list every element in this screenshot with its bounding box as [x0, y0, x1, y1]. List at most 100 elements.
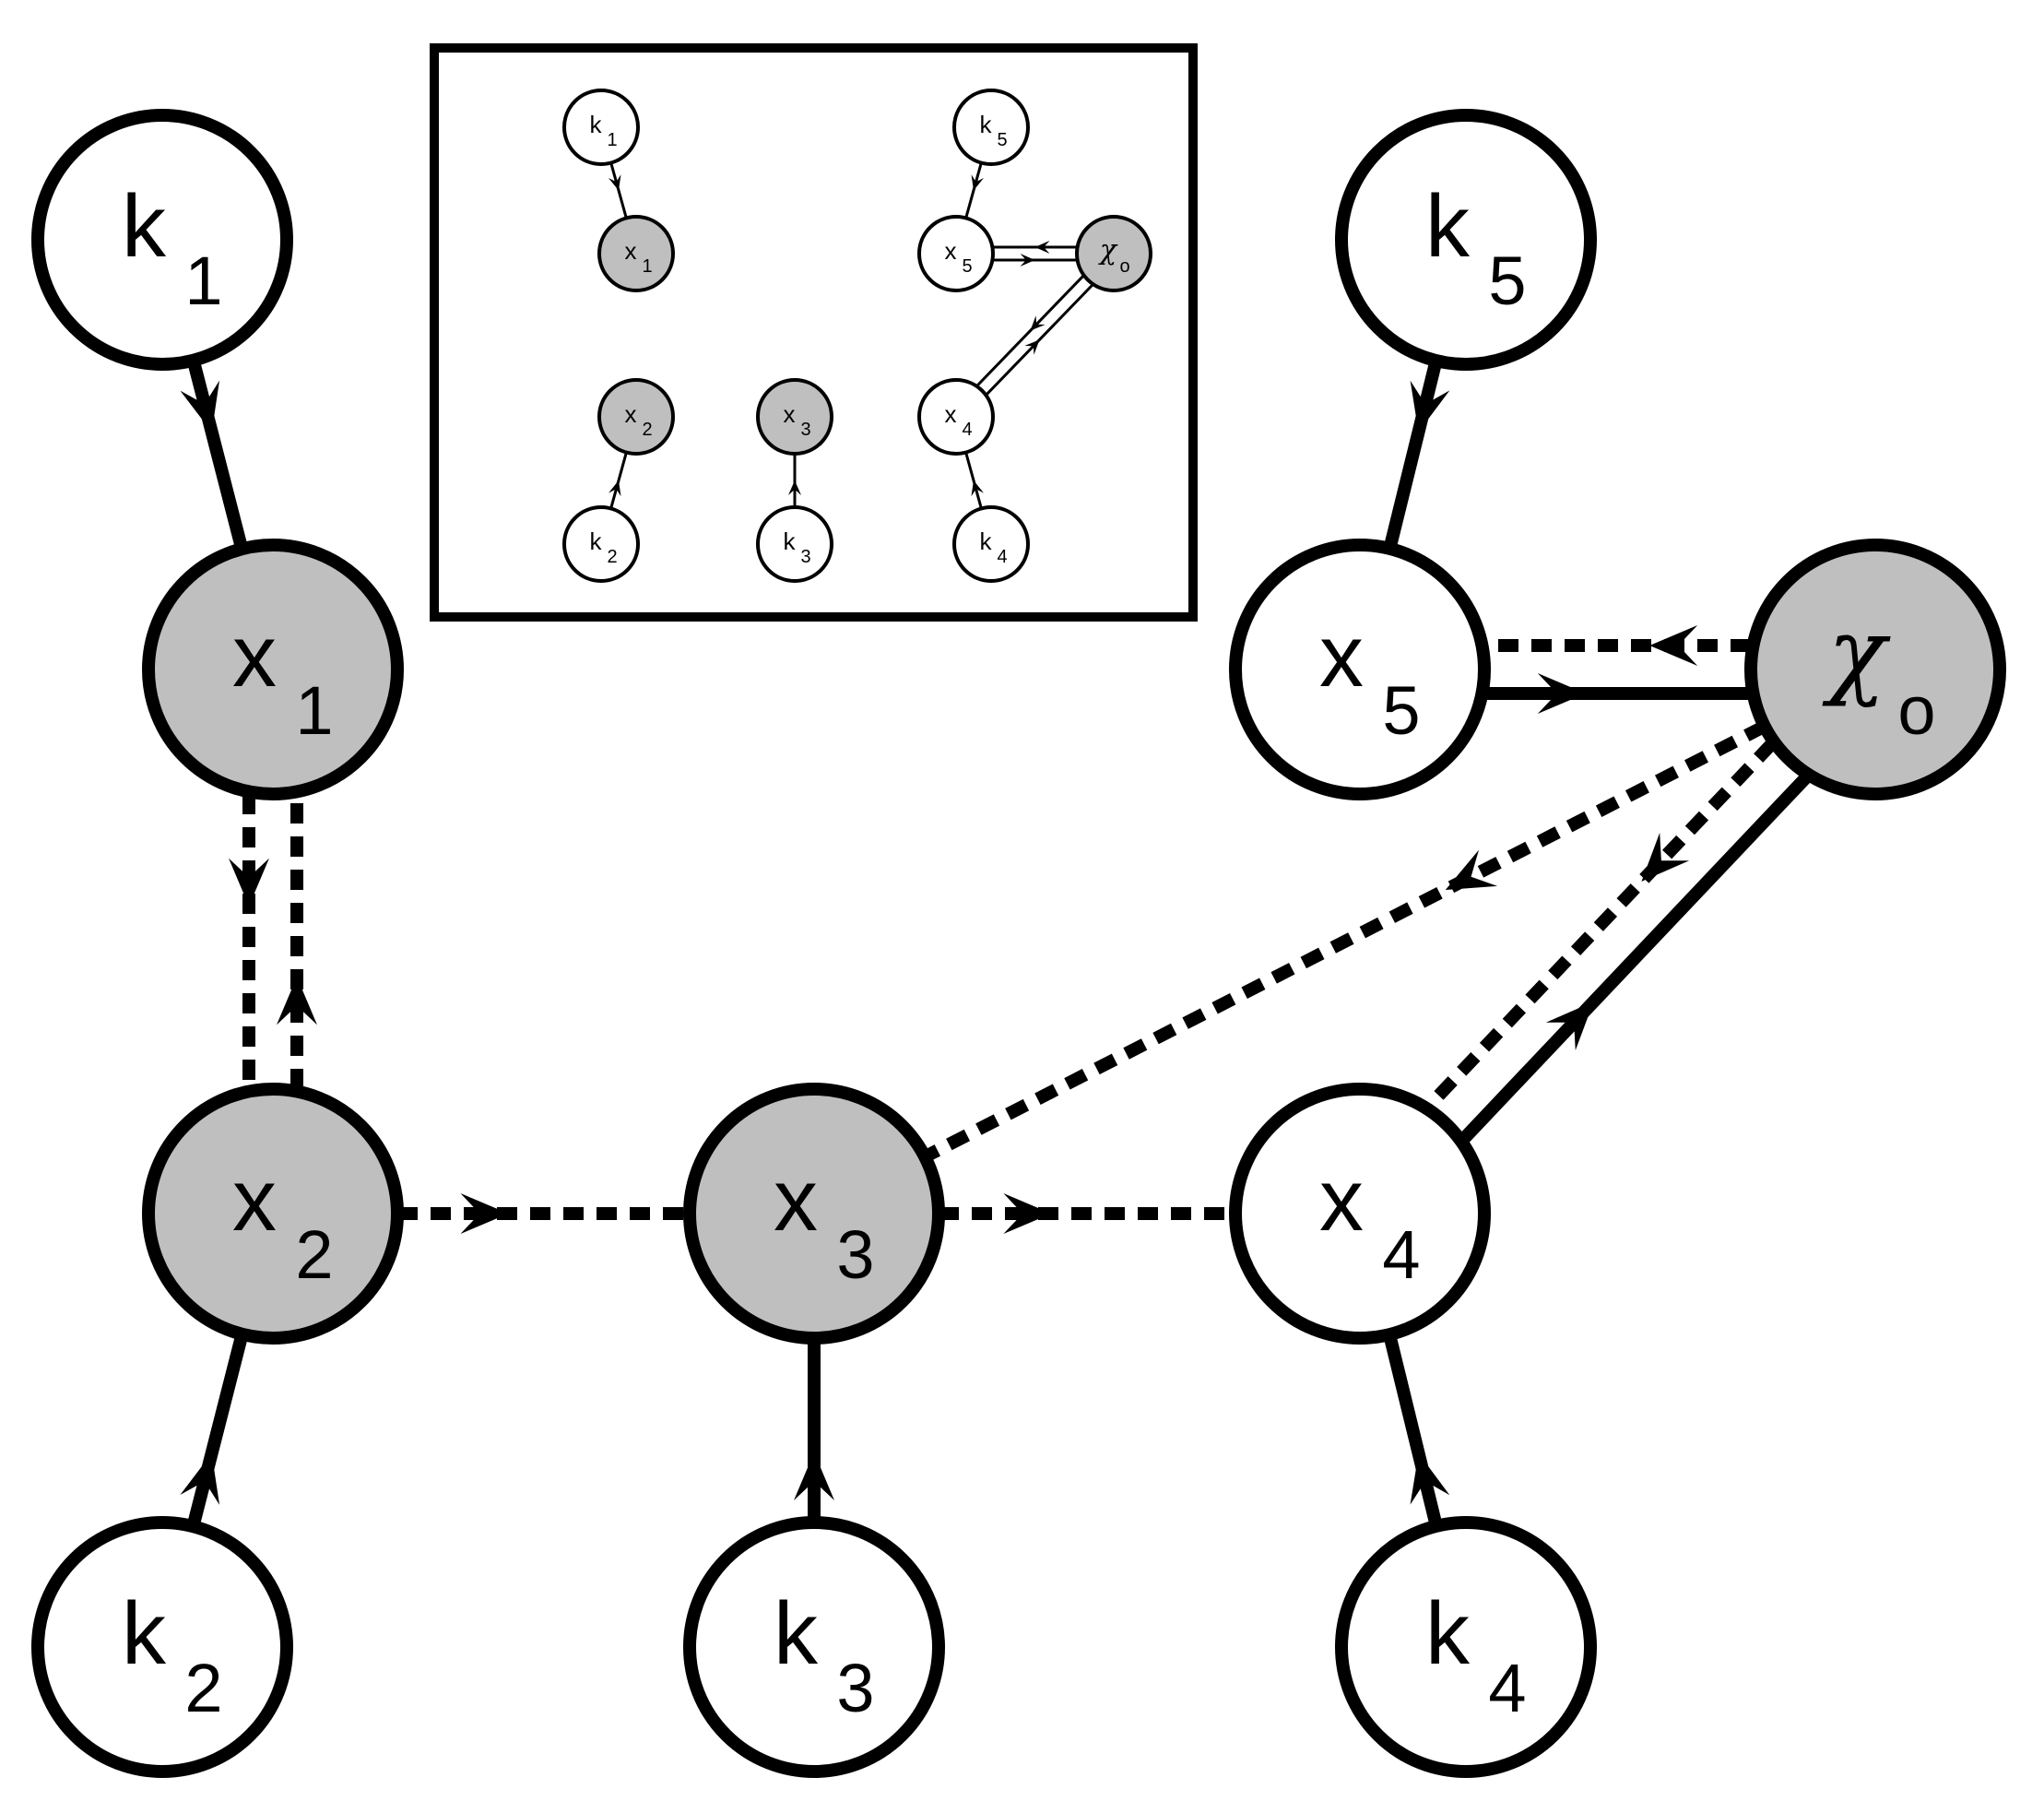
inset-node-k2: k2 — [562, 505, 640, 583]
inset-label-sub-x4: 4 — [962, 420, 972, 440]
inset-node-circle-x2 — [597, 378, 675, 456]
node-x5: x5 — [1229, 539, 1491, 800]
inset-label-base-x2: x — [625, 400, 637, 428]
arrow-k1-to-x1 — [608, 174, 621, 191]
inset-edges — [608, 162, 1094, 509]
inset-label-base-x4: x — [945, 400, 957, 428]
node-circle-k5 — [1335, 109, 1597, 371]
inset-label-base-k4: k — [980, 527, 993, 555]
inset-label-base-x1: x — [625, 237, 637, 265]
edge-chi-to-x3-dotted — [921, 720, 1768, 1163]
node-x4: x4 — [1229, 1083, 1491, 1345]
inset-label-sub-k2: 2 — [607, 547, 617, 567]
arrow-k2-to-x2 — [180, 1453, 220, 1505]
inset-label-sub-x1: 1 — [642, 256, 652, 277]
node-k5: k5 — [1335, 109, 1597, 371]
inset-node-x3: x3 — [756, 378, 833, 456]
label-base-x4: x — [1319, 1151, 1364, 1250]
inset-label-sub-x5: 5 — [962, 256, 972, 277]
node-k3: k3 — [683, 1516, 945, 1778]
node-chi: χo — [1744, 539, 2006, 800]
arrow-k3-to-x3 — [788, 480, 801, 495]
label-sub-k2: 2 — [184, 1650, 222, 1726]
edge-k1-to-x1-solid — [186, 358, 249, 551]
inset-label-sub-chi: o — [1119, 256, 1129, 277]
inset-node-x5: x5 — [917, 215, 995, 292]
label-base-x1: x — [232, 607, 277, 705]
inset-node-circle-x4 — [917, 378, 995, 456]
arrow-k5-to-x5 — [971, 174, 985, 191]
arrow-k4-to-x4 — [1410, 1452, 1450, 1505]
label-sub-k3: 3 — [836, 1650, 874, 1726]
arrow-chi-to-x5 — [1034, 241, 1050, 254]
inset-node-circle-k4 — [952, 505, 1030, 583]
inset-label-base-chi: χ — [1098, 234, 1118, 267]
label-base-k2: k — [122, 1584, 167, 1683]
node-circle-k4 — [1335, 1516, 1597, 1778]
inset-label-sub-k4: 4 — [997, 547, 1007, 567]
edge-x4-to-chi-solid — [1458, 772, 1813, 1144]
arrow-x3-to-x4 — [1003, 1193, 1052, 1234]
arrow-x2-to-x3 — [460, 1193, 509, 1234]
arrow-x4-to-chi — [1545, 1001, 1594, 1051]
inset-frame — [430, 43, 1198, 622]
inset-node-circle-x1 — [597, 215, 675, 292]
edge-k5-to-x5-solid — [1383, 359, 1443, 551]
node-circle-x1 — [142, 539, 404, 800]
label-sub-x4: 4 — [1382, 1216, 1420, 1293]
edge-chi-to-x4-dotted — [1423, 739, 1778, 1111]
inset-label-sub-k5: 5 — [997, 130, 1007, 150]
arrow-x5-to-chi — [1020, 254, 1035, 267]
arrow-chi-to-x4 — [1641, 832, 1690, 882]
arrow-x5-to-chi — [1537, 673, 1586, 714]
node-circle-x3 — [683, 1083, 945, 1345]
inset-node-circle-k3 — [756, 505, 833, 583]
edge-x4-to-chi-solid — [985, 283, 1094, 397]
arrow-chi-to-x3 — [1445, 849, 1498, 890]
node-k1: k1 — [31, 109, 293, 371]
node-circle-k2 — [31, 1516, 293, 1778]
inset-label-sub-x2: 2 — [642, 420, 652, 440]
inset-label-base-k3: k — [784, 527, 797, 555]
inset-label-base-x5: x — [945, 237, 957, 265]
label-sub-k1: 1 — [184, 243, 222, 319]
arrow-k4-to-x4 — [971, 480, 984, 497]
inset-node-circle-k2 — [562, 505, 640, 583]
node-k2: k2 — [31, 1516, 293, 1778]
node-x1: x1 — [142, 539, 404, 800]
label-sub-x3: 3 — [836, 1216, 874, 1293]
node-circle-x4 — [1229, 1083, 1491, 1345]
inset-node-x1: x1 — [597, 215, 675, 292]
node-circle-x2 — [142, 1083, 404, 1345]
node-x3: x3 — [683, 1083, 945, 1345]
node-circle-chi — [1744, 539, 2006, 800]
label-base-k1: k — [122, 177, 167, 276]
edge-k4-to-x4-solid — [1383, 1333, 1443, 1528]
inset-node-circle-chi — [1075, 215, 1152, 292]
label-base-k5: k — [1425, 177, 1471, 276]
arrow-chi-to-x4 — [1030, 315, 1046, 331]
inset-node-k4: k4 — [952, 505, 1030, 583]
inset-label-base-k2: k — [590, 527, 603, 555]
label-sub-k5: 5 — [1488, 243, 1526, 319]
edge-chi-to-x4-solid — [975, 274, 1085, 387]
label-base-k3: k — [774, 1584, 819, 1683]
arrow-x4-to-chi — [1024, 339, 1040, 355]
inset-label-base-k5: k — [980, 111, 993, 138]
arrow-k1-to-x1 — [180, 380, 220, 433]
edge-k2-to-x2-solid — [186, 1333, 249, 1528]
inset-node-x4: x4 — [917, 378, 995, 456]
label-sub-x5: 5 — [1382, 672, 1420, 749]
inset-label-base-k1: k — [590, 111, 603, 138]
inset-label-sub-x3: 3 — [800, 420, 810, 440]
inset-node-circle-x5 — [917, 215, 995, 292]
label-sub-k4: 4 — [1488, 1650, 1526, 1726]
arrow-chi-to-x5 — [1649, 625, 1698, 666]
label-base-x3: x — [774, 1151, 818, 1250]
arrow-k5-to-x5 — [1410, 380, 1450, 433]
